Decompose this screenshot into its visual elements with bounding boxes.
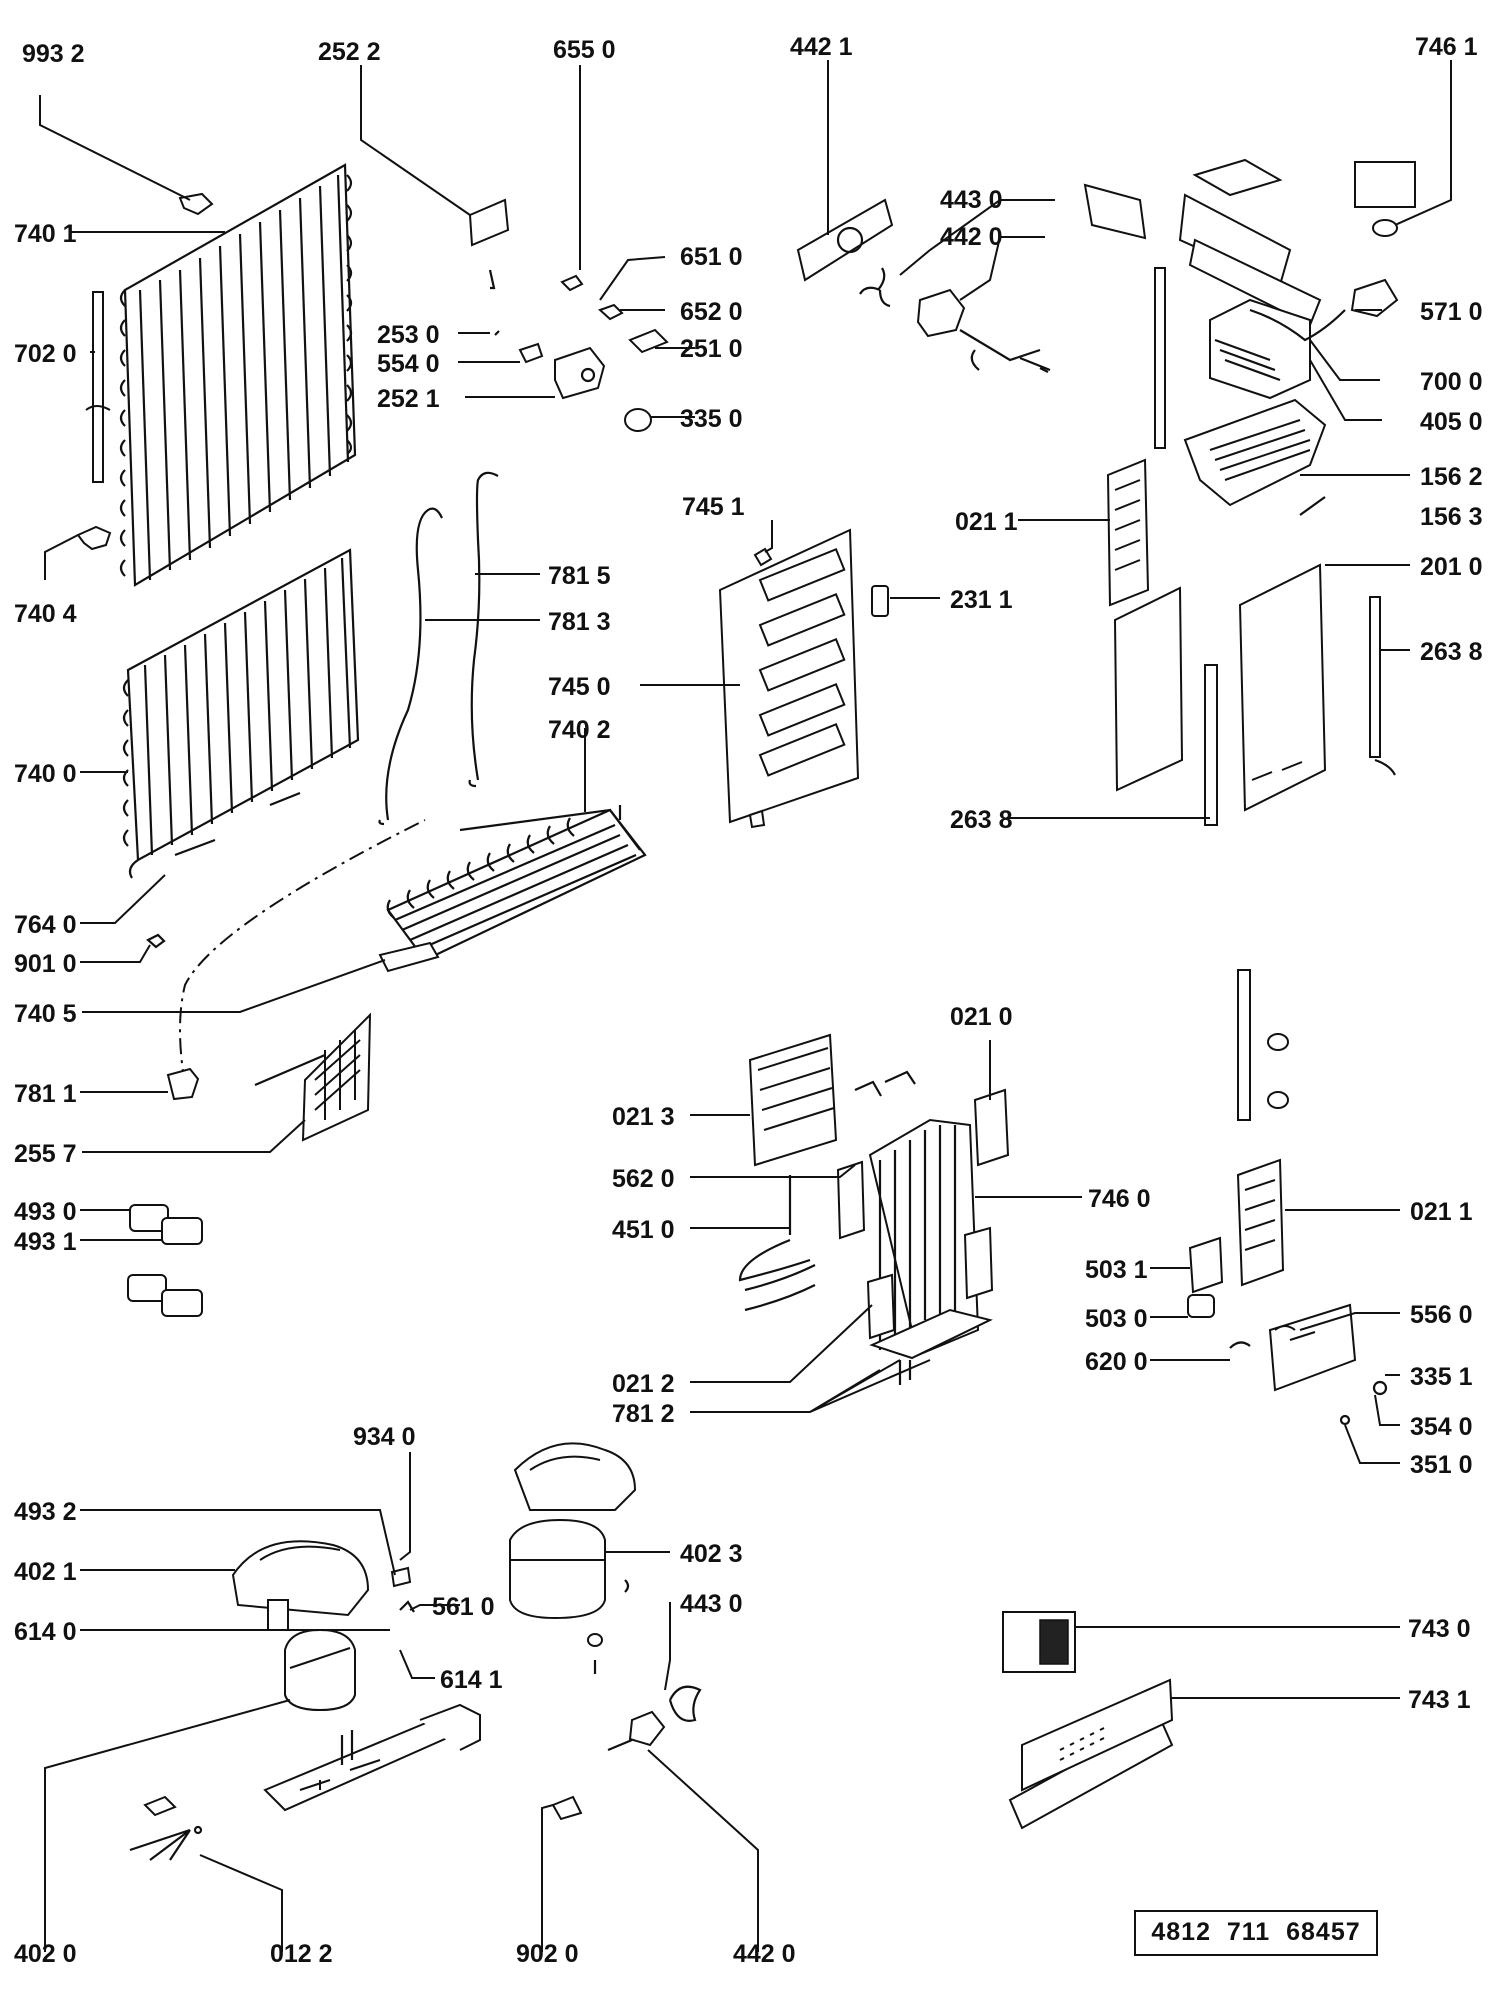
label-9010: 901 0 [14, 950, 77, 978]
control-panel-743 [1002, 1611, 1174, 1830]
pads-493 [127, 1204, 203, 1317]
label-7451: 745 1 [682, 493, 745, 521]
label-5031: 503 1 [1085, 1256, 1148, 1284]
label-2521: 252 1 [377, 385, 440, 413]
label-4050: 405 0 [1420, 408, 1483, 436]
label-4421: 442 1 [790, 33, 853, 61]
evaporator-coil [386, 805, 647, 962]
label-6520: 652 0 [680, 298, 743, 326]
label-7000: 700 0 [1420, 368, 1483, 396]
label-3510: 351 0 [1410, 1451, 1473, 1479]
label-7450: 745 0 [548, 673, 611, 701]
middle-evaporator-group [738, 1033, 1010, 1385]
label-7460: 746 0 [1088, 1185, 1151, 1213]
label-4021: 402 1 [14, 1558, 77, 1586]
label-2530: 253 0 [377, 321, 440, 349]
condenser-upper [119, 163, 357, 587]
part-2311 [871, 585, 889, 617]
label-7640: 764 0 [14, 911, 77, 939]
label-2638-right: 263 8 [1420, 638, 1483, 666]
label-6510: 651 0 [680, 243, 743, 271]
label-4420-bottom: 442 0 [733, 1940, 796, 1968]
label-6141: 614 1 [440, 1666, 503, 1694]
label-3540: 354 0 [1410, 1413, 1473, 1441]
part-9010 [146, 933, 166, 949]
label-4023: 402 3 [680, 1540, 743, 1568]
label-7431: 743 1 [1408, 1686, 1471, 1714]
label-9020: 902 0 [516, 1940, 579, 1968]
label-2510: 251 0 [680, 335, 743, 363]
label-0212: 021 2 [612, 1370, 675, 1398]
pipe-702 [85, 291, 111, 483]
label-5710: 571 0 [1420, 298, 1483, 326]
label-7812: 781 2 [612, 1400, 675, 1428]
condenser-lower [122, 548, 360, 879]
thermostat-group [468, 198, 669, 432]
label-9932: 993 2 [22, 40, 85, 68]
label-2010: 201 0 [1420, 553, 1483, 581]
label-7402: 740 2 [548, 716, 611, 744]
label-6550: 655 0 [553, 36, 616, 64]
capillary-tubes [378, 471, 499, 826]
label-2638-mid: 263 8 [950, 806, 1013, 834]
freezer-panels [1106, 458, 1396, 826]
label-0213: 021 3 [612, 1103, 675, 1131]
label-1563: 156 3 [1420, 503, 1483, 531]
valve-group [1249, 161, 1416, 342]
ice-maker-group [1083, 158, 1327, 516]
air-duct [718, 528, 860, 829]
label-4430-top: 443 0 [940, 186, 1003, 214]
label-6140: 614 0 [14, 1618, 77, 1646]
label-5610: 561 0 [432, 1593, 495, 1621]
label-4931: 493 1 [14, 1228, 77, 1256]
label-3351: 335 1 [1410, 1363, 1473, 1391]
label-7405: 740 5 [14, 1000, 77, 1028]
label-4420-top: 442 0 [940, 223, 1003, 251]
label-7461: 746 1 [1415, 33, 1478, 61]
label-5620: 562 0 [612, 1165, 675, 1193]
label-2311: 231 1 [950, 586, 1013, 614]
label-7815: 781 5 [548, 562, 611, 590]
label-5030: 503 0 [1085, 1305, 1148, 1333]
lower-right-parts [1187, 969, 1388, 1426]
label-2557: 255 7 [14, 1140, 77, 1168]
label-1562: 156 2 [1420, 463, 1483, 491]
label-7020: 702 0 [14, 340, 77, 368]
label-0211-top: 021 1 [955, 508, 1018, 536]
clip-7404 [76, 525, 112, 551]
label-7404: 740 4 [14, 600, 77, 628]
document-number-box: 4812 711 68457 [1134, 1910, 1378, 1956]
label-5540: 554 0 [377, 350, 440, 378]
fan-motor-bottom [551, 1685, 702, 1821]
label-4430-bottom: 443 0 [680, 1590, 743, 1618]
label-4020: 402 0 [14, 1940, 77, 1968]
label-0210: 021 0 [950, 1003, 1013, 1031]
fan-group-top [796, 198, 1051, 373]
label-6200: 620 0 [1085, 1348, 1148, 1376]
dash-line [179, 819, 426, 1086]
label-7401: 740 1 [14, 220, 77, 248]
label-0122: 012 2 [270, 1940, 333, 1968]
label-3350: 335 0 [680, 405, 743, 433]
clamp-7811 [166, 1067, 200, 1101]
compressor-group [129, 1442, 637, 1861]
label-9340: 934 0 [353, 1423, 416, 1451]
label-5560: 556 0 [1410, 1301, 1473, 1329]
label-0211-low: 021 1 [1410, 1198, 1473, 1226]
label-4510: 451 0 [612, 1216, 675, 1244]
label-2522: 252 2 [318, 38, 381, 66]
leader-lines [39, 60, 1452, 1952]
document-number: 4812 711 68457 [1151, 1918, 1361, 1946]
label-7811: 781 1 [14, 1080, 77, 1108]
part-labels: 993 2 252 2 655 0 442 1 746 1 740 1 443 … [14, 33, 1483, 1968]
label-7813: 781 3 [548, 608, 611, 636]
label-7400: 740 0 [14, 760, 77, 788]
label-4932: 493 2 [14, 1498, 77, 1526]
bracket-7405 [378, 941, 440, 973]
heater-plate-2557 [254, 1012, 372, 1142]
label-4930: 493 0 [14, 1198, 77, 1226]
label-7430: 743 0 [1408, 1615, 1471, 1643]
